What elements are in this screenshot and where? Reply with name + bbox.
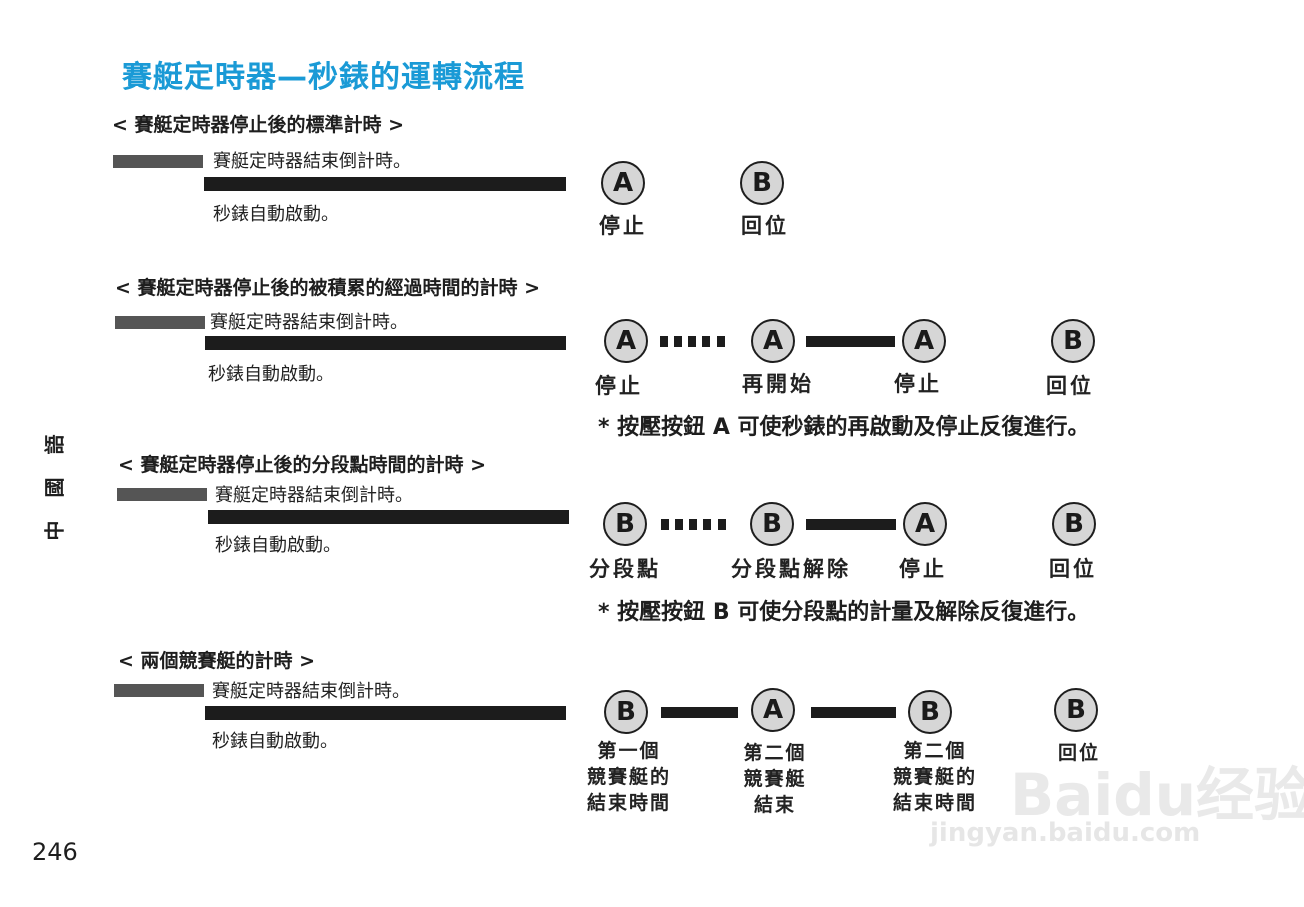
countdown-text: 賽艇定時器結束倒計時。 <box>213 151 411 172</box>
step-label: 分段點解除 <box>731 557 851 581</box>
step-label-line: 結束時間 <box>586 792 671 814</box>
footnote: * 按壓按鈕 A 可使秒錶的再啟動及停止反復進行。 <box>598 415 1090 440</box>
dashed-segment <box>689 519 697 530</box>
auto-start-text: 秒錶自動啟動。 <box>212 731 338 752</box>
button-b-icon: B <box>1051 319 1095 363</box>
auto-start-text: 秒錶自動啟動。 <box>208 364 334 385</box>
countdown-bar <box>114 684 204 697</box>
dashed-segment <box>674 336 682 347</box>
step-label-line: 競賽艇 <box>743 768 807 790</box>
stopwatch-bar <box>205 336 566 350</box>
side-char: 中 <box>42 520 67 541</box>
stopwatch-bar <box>204 177 566 191</box>
dashed-segment <box>675 519 683 530</box>
countdown-bar <box>117 488 207 501</box>
step-label: 回位 <box>1049 557 1097 581</box>
auto-start-text: 秒錶自動啟動。 <box>215 535 341 556</box>
countdown-text: 賽艇定時器結束倒計時。 <box>210 312 408 333</box>
step-label: 再開始 <box>742 372 814 396</box>
step-label: 第一個 競賽艇的 結束時間 <box>574 738 684 816</box>
dashed-segment <box>718 519 726 530</box>
dashed-segment <box>688 336 696 347</box>
countdown-text: 賽艇定時器結束倒計時。 <box>212 681 410 702</box>
step-label: 分段點 <box>589 557 661 581</box>
auto-start-text: 秒錶自動啟動。 <box>213 204 339 225</box>
side-language-label: 語 國 中 <box>38 430 68 545</box>
solid-segment <box>806 519 896 530</box>
step-label: 停止 <box>595 374 643 398</box>
button-b-icon: B <box>908 690 952 734</box>
countdown-bar <box>115 316 205 329</box>
button-a-icon: A <box>751 319 795 363</box>
step-label-line: 第二個 <box>903 740 967 762</box>
section-heading: < 賽艇定時器停止後的被積累的經過時間的計時 > <box>115 277 541 299</box>
step-label: 第二個 競賽艇的 結束時間 <box>880 738 990 816</box>
button-b-icon: B <box>603 502 647 546</box>
button-a-icon: A <box>601 161 645 205</box>
page-title: 賽艇定時器—秒錶的運轉流程 <box>122 60 525 95</box>
step-label: 回位 <box>1048 740 1110 766</box>
solid-segment <box>806 336 895 347</box>
button-b-icon: B <box>750 502 794 546</box>
button-a-icon: A <box>903 502 947 546</box>
solid-segment <box>661 707 738 718</box>
section-heading: < 賽艇定時器停止後的標準計時 > <box>112 114 405 136</box>
footnote: * 按壓按鈕 B 可使分段點的計量及解除反復進行。 <box>598 600 1090 625</box>
step-label: 第二個 競賽艇 結束 <box>722 740 828 818</box>
side-char: 國 <box>42 477 67 498</box>
step-label-line: 結束時間 <box>892 792 977 814</box>
step-label: 回位 <box>1046 374 1094 398</box>
dashed-segment <box>702 336 710 347</box>
step-label-line: 第一個 <box>597 740 661 762</box>
step-label-line: 競賽艇的 <box>586 766 671 788</box>
button-b-icon: B <box>604 690 648 734</box>
step-label-line: 結束 <box>753 794 796 816</box>
dashed-segment <box>703 519 711 530</box>
button-b-icon: B <box>740 161 784 205</box>
watermark-url: jingyan.baidu.com <box>930 818 1201 848</box>
button-a-icon: A <box>751 688 795 732</box>
side-char: 語 <box>42 434 67 455</box>
step-label-line: 回位 <box>1057 742 1100 764</box>
countdown-bar <box>113 155 203 168</box>
section-heading: < 兩個競賽艇的計時 > <box>118 650 316 672</box>
button-b-icon: B <box>1054 688 1098 732</box>
step-label: 停止 <box>899 557 947 581</box>
watermark-logo: Baidu经验 <box>1010 761 1304 829</box>
countdown-text: 賽艇定時器結束倒計時。 <box>215 485 413 506</box>
button-a-icon: A <box>902 319 946 363</box>
button-a-icon: A <box>604 319 648 363</box>
solid-segment <box>811 707 896 718</box>
step-label: 停止 <box>599 214 647 238</box>
step-label: 停止 <box>894 372 942 396</box>
section-heading: < 賽艇定時器停止後的分段點時間的計時 > <box>118 454 487 476</box>
button-b-icon: B <box>1052 502 1096 546</box>
step-label-line: 第二個 <box>743 742 807 764</box>
dashed-segment <box>661 519 669 530</box>
stopwatch-bar <box>208 510 569 524</box>
step-label-line: 競賽艇的 <box>892 766 977 788</box>
page-number: 246 <box>32 838 78 866</box>
dashed-segment <box>717 336 725 347</box>
step-label: 回位 <box>741 214 789 238</box>
stopwatch-bar <box>205 706 566 720</box>
dashed-segment <box>660 336 668 347</box>
